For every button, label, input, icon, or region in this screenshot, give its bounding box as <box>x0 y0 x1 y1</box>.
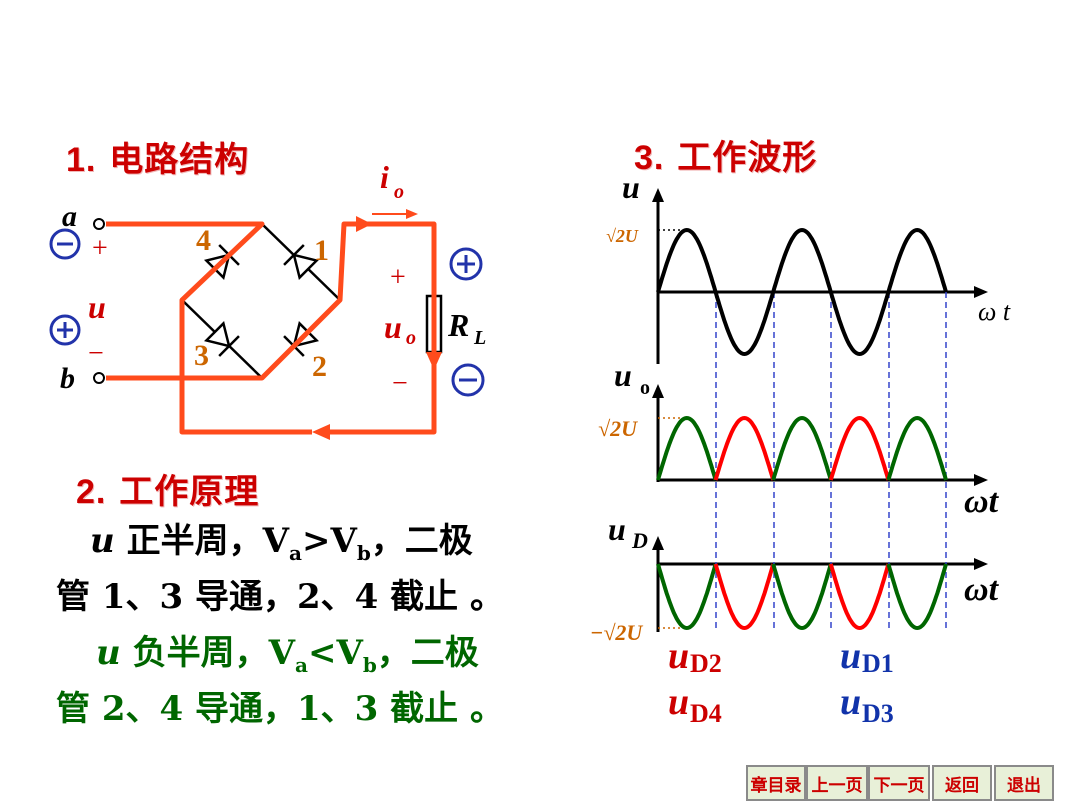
diode-2-label: 2 <box>312 350 327 383</box>
circuit-section-title: 1. 电路结构 <box>66 140 250 180</box>
uo-half-cycle-2 <box>713 415 776 481</box>
back-button[interactable]: 返回 <box>932 765 992 801</box>
ud-half-cycle-3 <box>771 563 833 631</box>
minus-circle-a <box>49 228 81 260</box>
source-minus: − <box>88 338 104 369</box>
uo-t-axis-arrow <box>974 474 988 486</box>
waveform-section-title: 3. 工作波形 <box>634 138 818 178</box>
toc-button[interactable]: 章目录 <box>746 765 806 801</box>
uo-rectified-wave <box>656 415 948 481</box>
exit-button[interactable]: 退出 <box>994 765 1054 801</box>
uo-axis-sub: o <box>640 377 650 399</box>
legend-ud1-sub: D1 <box>862 649 894 678</box>
load-R-label: R <box>447 307 469 343</box>
legend-ud2-sub: D2 <box>690 649 722 678</box>
ud-time-label: ωt <box>964 571 1000 608</box>
uo-amplitude-label: √2U <box>598 416 638 441</box>
diode-1-symbol <box>283 244 320 281</box>
plus-circle-b <box>49 314 81 346</box>
current-path <box>106 221 437 435</box>
ud-axis-label: u <box>608 511 626 547</box>
principle-line-3: u 负半周，Va<Vb，二极 <box>96 633 479 677</box>
principle-line-2: 管 1、3 导通，2、4 截止 。 <box>56 577 504 617</box>
diode-3-symbol <box>203 320 240 357</box>
u-sine-curve <box>656 227 948 357</box>
ud-diode-voltage-wave <box>656 563 948 631</box>
next-page-button[interactable]: 下一页 <box>868 765 930 801</box>
node-b-label: b <box>60 362 75 395</box>
io-direction-arrow <box>406 209 418 219</box>
terminal-a <box>93 218 105 230</box>
ud-half-cycle-2 <box>713 563 776 631</box>
output-plus: + <box>390 262 406 293</box>
u-sine-wave <box>656 227 948 357</box>
ud-t-axis-arrow <box>974 558 988 570</box>
uo-half-cycle-4 <box>828 415 891 481</box>
ud-half-cycle-5 <box>886 563 948 631</box>
uo-axis-arrow <box>652 384 664 398</box>
ud-axis-arrow <box>652 536 664 550</box>
legend-ud1: u <box>840 635 861 677</box>
prev-page-button[interactable]: 上一页 <box>806 765 868 801</box>
phase-guide-lines <box>715 292 947 632</box>
load-R-sub: L <box>473 327 486 349</box>
current-arrow-top <box>356 216 372 232</box>
u-amplitude-label: √2U <box>606 226 639 246</box>
uo-half-cycle-5 <box>886 415 948 481</box>
principle-line-1: u 正半周，Va>Vb，二极 <box>90 521 473 565</box>
legend-ud3-sub: D3 <box>862 699 894 728</box>
uo-half-cycle-3 <box>771 415 833 481</box>
current-arrow-bottom <box>312 424 330 440</box>
u-axis-label: u <box>622 169 640 205</box>
output-minus: − <box>392 368 408 399</box>
legend-ud4: u <box>668 681 689 723</box>
u-time-label: ω t <box>978 297 1011 326</box>
uo-time-label: ωt <box>964 483 1000 520</box>
current-arrow-load <box>426 352 442 370</box>
node-a-label: a <box>62 200 77 233</box>
u-axis-arrow <box>652 188 664 202</box>
output-u-sub: o <box>406 327 416 349</box>
uo-axis-label: u <box>614 357 632 393</box>
minus-circle-output <box>451 363 485 397</box>
terminal-b <box>93 372 105 384</box>
diode-3-label: 3 <box>194 339 209 372</box>
ud-half-cycle-1 <box>656 563 718 631</box>
legend-ud3: u <box>840 681 861 723</box>
source-plus: + <box>92 233 108 264</box>
source-u-label: u <box>88 289 106 325</box>
output-u-label: u <box>384 309 402 345</box>
plus-circle-output <box>449 247 483 281</box>
diode-4-label: 4 <box>196 224 211 257</box>
ud-amplitude-label: −√2U <box>590 620 643 645</box>
current-i-label: i <box>380 159 389 195</box>
principle-line-4: 管 2、4 导通，1、3 截止 。 <box>56 689 504 729</box>
legend-ud4-sub: D4 <box>690 699 722 728</box>
current-i-sub: o <box>394 181 404 203</box>
principle-section-title: 2. 工作原理 <box>76 472 260 512</box>
u-t-axis-arrow <box>974 286 988 298</box>
legend-ud2: u <box>668 635 689 677</box>
ud-axis-sub: D <box>631 528 648 553</box>
uo-half-cycle-1 <box>656 415 718 481</box>
diode-1-label: 1 <box>314 234 329 267</box>
ud-half-cycle-4 <box>828 563 891 631</box>
